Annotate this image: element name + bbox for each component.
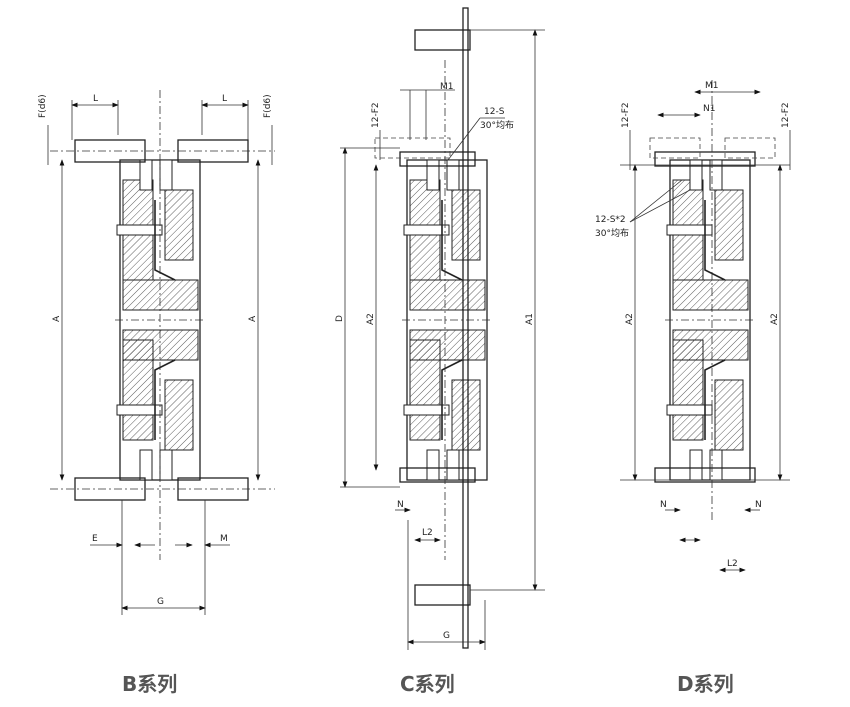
d-label-n1: N1 xyxy=(703,104,715,114)
d-label-12-f2-right: 12-F2 xyxy=(781,102,791,128)
b-series-title: B系列 xyxy=(122,672,178,696)
d-label-12-s2: 12-S*2 xyxy=(595,215,626,225)
b-series-drawing: L L F(d6) F(d6) A A E M G xyxy=(38,90,275,615)
d-label-n-right: N xyxy=(755,500,762,510)
d-label-angle: 30°均布 xyxy=(595,227,629,239)
d-label-a2-right: A2 xyxy=(770,313,780,325)
c-label-12-f2: 12-F2 xyxy=(371,102,381,128)
c-label-a2: A2 xyxy=(366,313,376,325)
d-series-title: D系列 xyxy=(677,672,734,696)
b-label-a-right: A xyxy=(248,315,258,322)
b-label-l-left: L xyxy=(93,94,98,104)
c-series-title: C系列 xyxy=(400,672,455,696)
c-label-g: G xyxy=(443,631,450,641)
d-label-l2: L2 xyxy=(727,559,738,569)
d-series-drawing: M1 N1 12-F2 12-F2 12-S*2 30°均布 A2 A2 N N… xyxy=(595,80,791,573)
b-label-m: M xyxy=(220,534,228,544)
c-label-d: D xyxy=(335,315,345,322)
b-label-f-left: F(d6) xyxy=(38,94,48,118)
c-label-12-s: 12-S xyxy=(484,107,505,117)
d-label-n-left: N xyxy=(660,500,667,510)
c-label-l2: L2 xyxy=(422,528,433,538)
b-label-g: G xyxy=(157,597,164,607)
b-label-a-left: A xyxy=(52,315,62,322)
d-label-a2-left: A2 xyxy=(625,313,635,325)
d-label-m1: M1 xyxy=(705,81,719,91)
b-label-e: E xyxy=(92,534,98,544)
c-label-n: N xyxy=(397,500,404,510)
c-label-a1: A1 xyxy=(525,313,535,325)
c-series-drawing: M1 12-F2 12-S 30°均布 D A2 A1 N L2 G xyxy=(335,7,545,650)
d-label-12-f2-left: 12-F2 xyxy=(621,102,631,128)
b-label-l-right: L xyxy=(222,94,227,104)
c-label-angle: 30°均布 xyxy=(480,119,514,131)
b-label-f-right: F(d6) xyxy=(263,94,273,118)
c-label-m1: M1 xyxy=(440,82,454,92)
